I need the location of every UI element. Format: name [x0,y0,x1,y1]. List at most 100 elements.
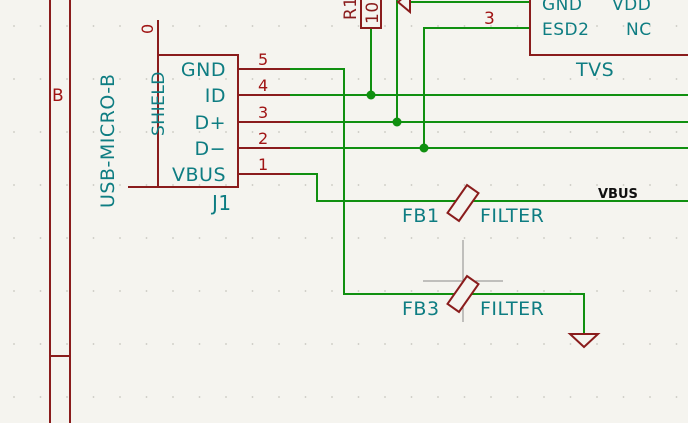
grid-dot [198,78,201,80]
grid-dot [304,343,307,345]
grid-dot [304,131,307,133]
grid-dot [13,78,15,80]
tvs-component[interactable] [396,0,688,56]
grid-dot [39,131,42,133]
grid-dot [66,290,68,292]
grid-dot [119,343,121,345]
grid-dot [516,343,519,345]
pin-name-dminus: D− [194,138,226,160]
tvs-pin-vdd: VDD [612,0,651,15]
grid-dot [516,237,519,239]
grid-dot [119,131,121,133]
grid-dot [516,290,519,292]
grid-dot [649,131,651,133]
fb3-ref: FB3 [402,298,440,320]
grid-dot [304,290,307,292]
grid-dot [410,184,413,186]
ground-triangle [567,333,601,349]
grid-dot [675,184,678,186]
ferrite-fb3[interactable] [446,274,480,314]
grid-dot [569,290,572,292]
grid-dot [66,237,68,239]
grid-dot [596,290,598,292]
grid-dot [675,25,678,27]
grid-dot [596,78,598,80]
grid-dot [119,237,121,239]
grid-dot [384,78,386,80]
grid-dot [13,290,15,292]
grid-dot [437,25,439,27]
grid-dot [596,25,598,27]
grid-dot [304,396,307,398]
sheet-border [49,0,71,423]
grid-dot [66,25,68,27]
grid-dot [410,25,413,27]
grid-dot [331,131,333,133]
grid-dot [622,184,625,186]
grid-dot [357,343,360,345]
grid-dot [463,343,466,345]
grid-dot [569,78,572,80]
grid-dot [622,290,625,292]
grid-dot [92,184,95,186]
grid-dot [39,343,42,345]
grid-dot [66,78,68,80]
grid-dot [516,78,519,80]
pin-name-dplus: D+ [194,112,226,134]
grid-dot [357,396,360,398]
grid-dot [357,78,360,80]
grid-dot [490,25,492,27]
ground-symbol[interactable] [567,333,601,349]
shield-pin-number: 0 [138,24,157,34]
grid-dot [543,290,545,292]
ferrite-fb1[interactable] [446,183,480,223]
grid-dot [569,25,572,27]
grid-dot [543,78,545,80]
grid-dot [384,290,386,292]
grid-dot [410,131,413,133]
grid-dot [622,396,625,398]
grid-dot [357,237,360,239]
grid-dot [649,25,651,27]
grid-dot [437,290,439,292]
pin-number-3: 3 [258,103,268,122]
grid-dot [39,396,42,398]
wire-vbus [290,173,688,202]
grid-dot [410,290,413,292]
grid-dot [675,290,678,292]
grid-dot [649,78,651,80]
grid-dot [596,343,598,345]
grid-dot [437,131,439,133]
wire-tvs-dminus [423,27,530,148]
grid-dot [13,131,15,133]
grid-dot [172,25,174,27]
tvs-pin-esd2: ESD2 [542,20,589,40]
resistor-r1[interactable] [360,0,382,29]
grid-dot [92,343,95,345]
grid-dot [543,184,545,186]
grid-dot [490,78,492,80]
grid-dot [251,131,254,133]
grid-dot [66,131,68,133]
grid-dot [569,131,572,133]
grid-dot [145,184,148,186]
grid-dot [92,396,95,398]
grid-dot [357,184,360,186]
grid-dot [516,184,519,186]
grid-dot [119,396,121,398]
grid-dot [172,78,174,80]
grid-dot [596,131,598,133]
tvs-pin-nc: NC [626,20,652,40]
grid-dot [198,184,201,186]
grid-dot [569,343,572,345]
grid-dot [278,78,280,80]
usb-connector[interactable] [128,20,290,188]
grid-dot [543,25,545,27]
grid-dot [543,131,545,133]
grid-dot [649,184,651,186]
grid-dot [278,25,280,27]
grid-dot [490,343,492,345]
grid-dot [463,131,466,133]
grid-dot [622,25,625,27]
